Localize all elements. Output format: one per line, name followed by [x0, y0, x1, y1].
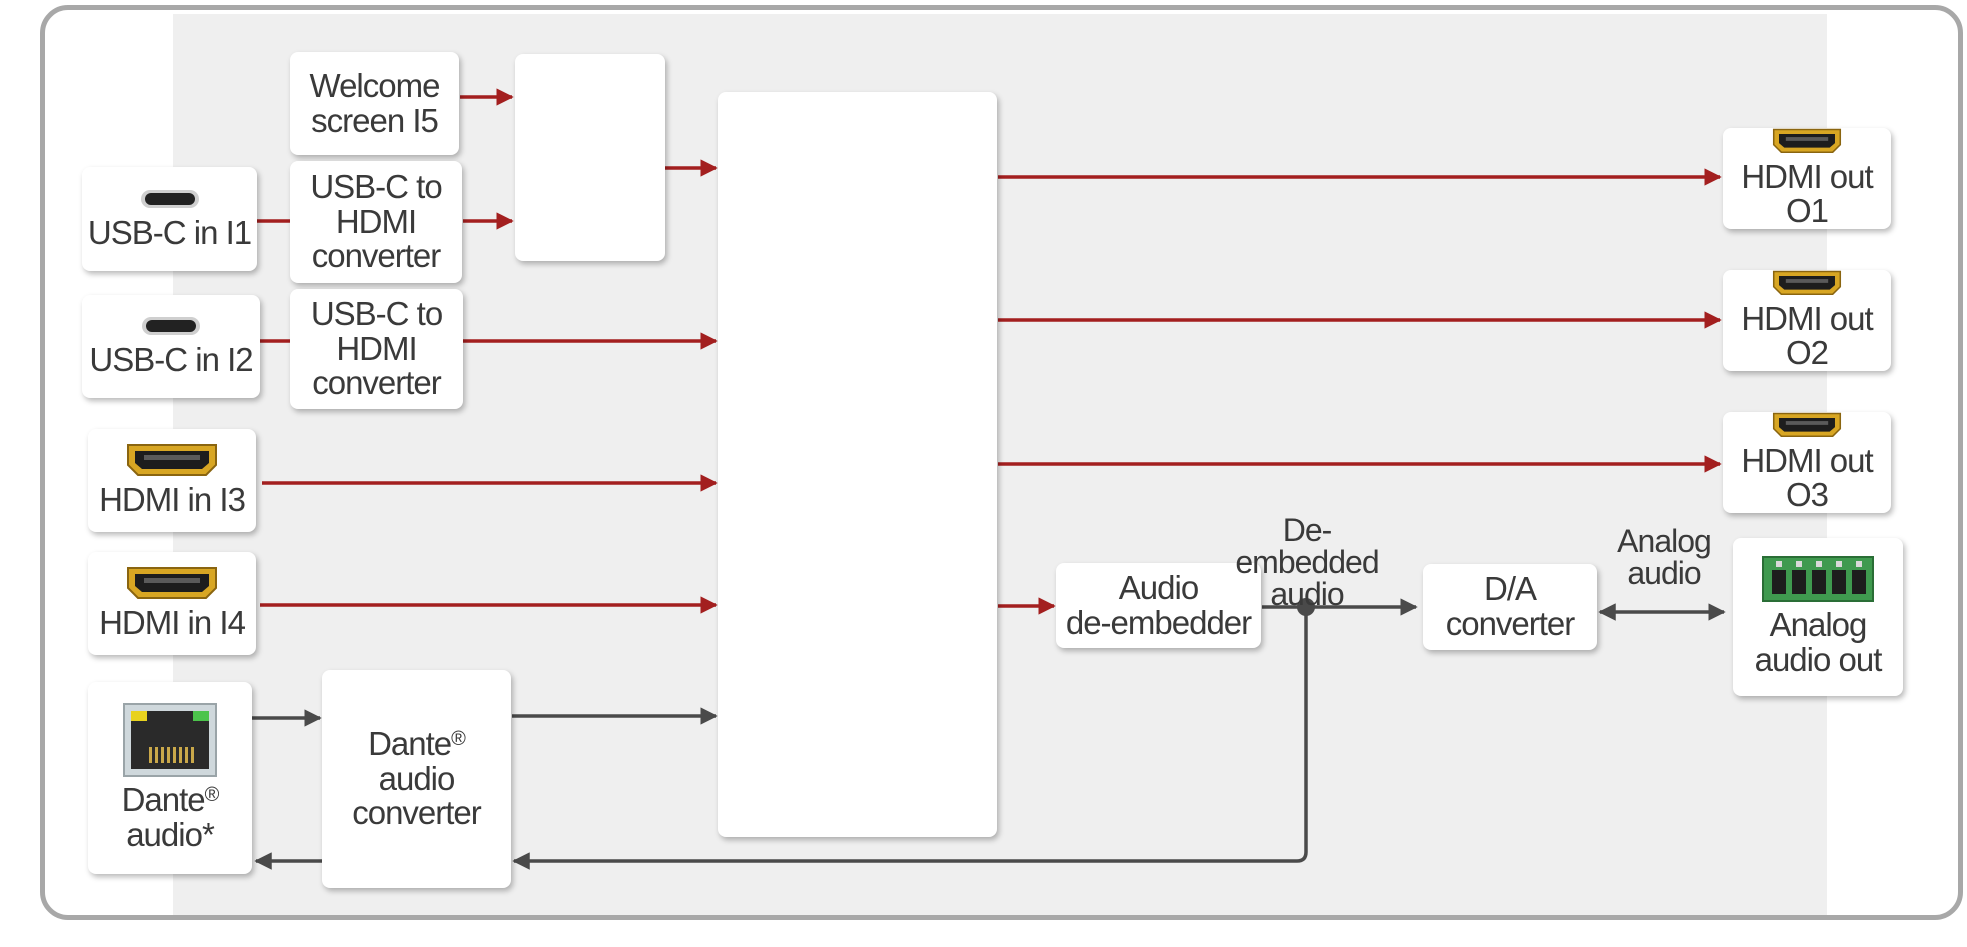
hdmi-port-icon — [1772, 128, 1842, 153]
dante-converter-name: Dante — [368, 725, 452, 763]
usbc-input-1: USB-C in I1 — [82, 167, 257, 271]
registered-mark: ® — [451, 728, 466, 751]
dante-port-name: Dante — [121, 781, 206, 819]
hdmi-input-4: HDMI in I4 — [88, 552, 256, 655]
deembedded-audio-label: De-embedded audio — [1235, 512, 1379, 612]
hdmi-output-2: HDMI out O2 — [1723, 270, 1891, 371]
hdmi-output-3: HDMI out O3 — [1723, 412, 1891, 513]
terminal-block-icon — [1762, 556, 1874, 603]
hdmi-input-3: HDMI in I3 — [88, 429, 256, 532]
welcome-screen-source: Welcome screen I5 — [290, 52, 459, 155]
hdmi-port-icon — [127, 567, 217, 600]
audio-split-node — [1297, 598, 1315, 616]
dante-port-tail: audio* — [126, 816, 215, 853]
audio-de-embedder: Audio de-embedder — [1056, 563, 1261, 648]
analog-audio-label: Analog audio — [1617, 523, 1712, 591]
hdmi-port-icon — [1772, 412, 1842, 437]
dante-audio-converter: Dante® audio converter — [322, 670, 511, 888]
hdmi-output-1: HDMI out O1 — [1723, 128, 1891, 229]
da-converter: D/A converter — [1423, 564, 1597, 650]
usbc-input-2: USB-C in I2 — [82, 295, 260, 398]
usbc-hdmi-converter-1: USB-C to HDMI converter — [290, 161, 462, 283]
dante-converter-tail: audio converter — [352, 759, 482, 832]
crosspoint-matrix — [718, 92, 997, 837]
usbc-hdmi-converter-2: USB-C to HDMI converter — [290, 289, 463, 409]
dante-audio-port: Dante® audio* — [88, 682, 252, 874]
analog-audio-output: Analog audio out — [1733, 538, 1903, 696]
hdmi-port-icon — [127, 444, 217, 477]
rj45-icon — [123, 703, 217, 778]
hdmi-port-icon — [1772, 270, 1842, 295]
usb-c-icon — [142, 317, 200, 336]
input-switch — [515, 54, 665, 261]
usb-c-icon — [140, 189, 199, 208]
wire-audio-return — [512, 607, 1308, 870]
registered-mark: ® — [204, 784, 220, 807]
